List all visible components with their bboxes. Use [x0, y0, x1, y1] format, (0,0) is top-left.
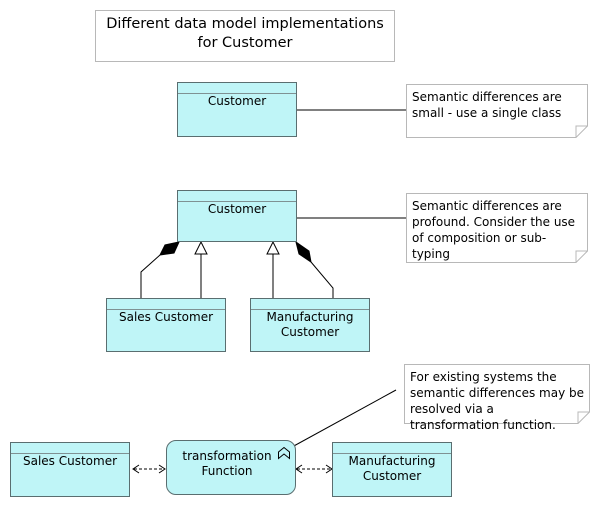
class-name: Sales Customer	[118, 310, 214, 324]
class-divider	[178, 201, 296, 202]
customer-class-single[interactable]: Customer	[177, 82, 297, 137]
note-single-class[interactable]: Semantic differences are small - use a s…	[406, 84, 588, 138]
class-divider	[178, 93, 296, 94]
manufacturing-customer-class[interactable]: Manufacturing Customer	[250, 298, 370, 352]
note-shape	[406, 84, 588, 138]
composition-line-right	[310, 261, 334, 298]
filled-diamond-icon	[295, 240, 312, 264]
note-transformation[interactable]: For existing systems the semantic differ…	[404, 364, 590, 432]
note-text: Semantic differences are profound. Consi…	[412, 199, 576, 261]
note-shape	[406, 193, 588, 263]
manufacturing-customer-class-legacy[interactable]: Manufacturing Customer	[332, 442, 452, 497]
note-composition[interactable]: Semantic differences are profound. Consi…	[406, 193, 588, 263]
sales-customer-class[interactable]: Sales Customer	[106, 298, 226, 352]
note-shape	[404, 364, 590, 424]
note-text: For existing systems the semantic differ…	[410, 370, 584, 432]
composition-line-left	[140, 254, 161, 298]
class-divider	[333, 453, 451, 454]
class-divider	[11, 453, 129, 454]
class-name: Sales Customer	[22, 454, 118, 468]
customer-class-parent[interactable]: Customer	[177, 190, 297, 242]
class-divider	[251, 309, 369, 310]
class-name: Customer	[207, 94, 267, 108]
hollow-triangle-icon	[194, 240, 208, 255]
diagram-title: Different data model implementations for…	[95, 10, 395, 62]
class-divider	[107, 309, 225, 310]
class-name: Customer	[207, 202, 267, 216]
class-name: Manufacturing Customer	[266, 310, 354, 339]
hollow-triangle-icon	[266, 240, 280, 255]
note-connector-3	[291, 389, 397, 448]
note-text: Semantic differences are small - use a s…	[412, 90, 562, 120]
class-name: Manufacturing Customer	[348, 454, 436, 483]
sales-customer-class-legacy[interactable]: Sales Customer	[10, 442, 130, 497]
arrowhead-icon	[132, 464, 166, 474]
filled-diamond-icon	[159, 241, 180, 256]
function-chevron-icon	[278, 446, 290, 460]
function-label: transformation Function	[182, 449, 272, 478]
transformation-function[interactable]: transformation Function	[166, 440, 296, 495]
